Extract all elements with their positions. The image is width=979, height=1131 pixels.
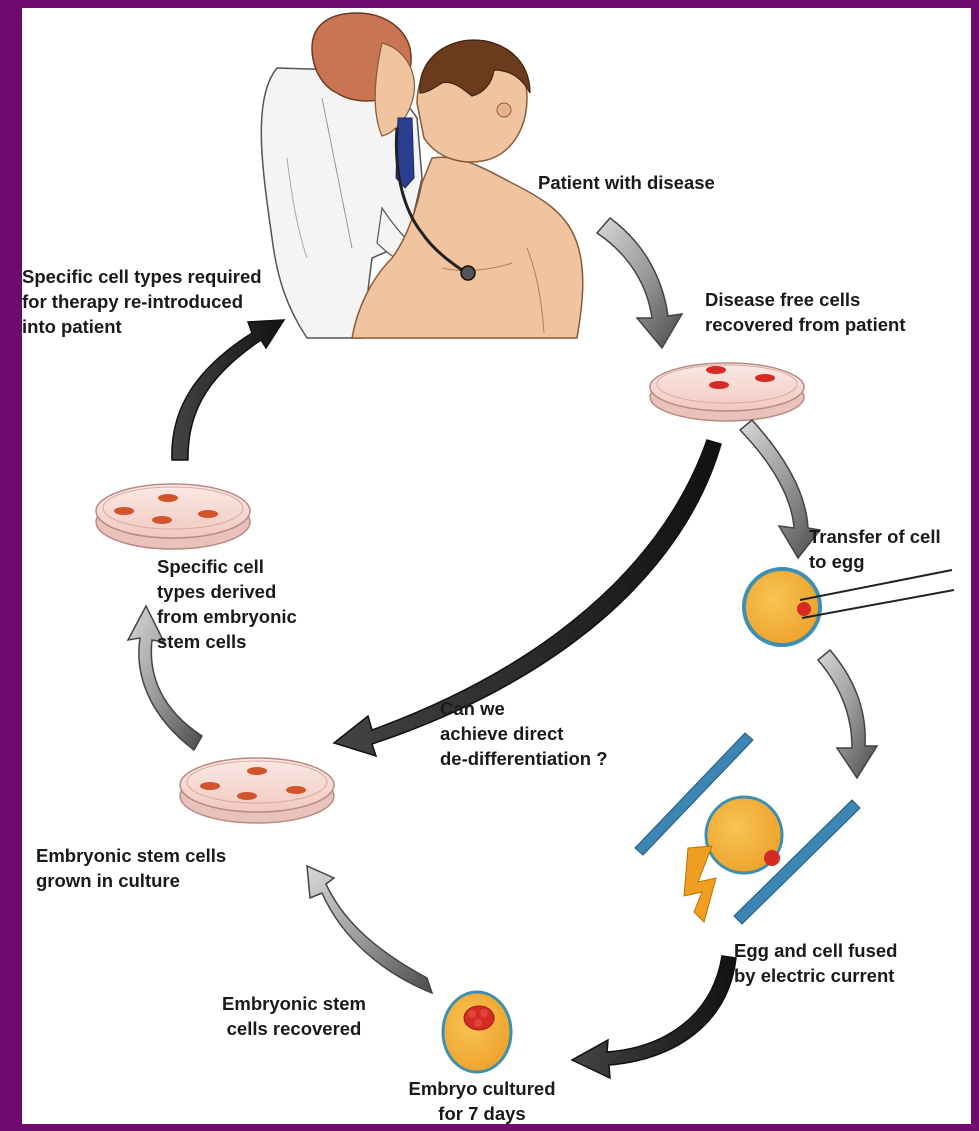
- label-es-cells-recovered: Embryonic stem cells recovered: [194, 991, 394, 1041]
- arrow-icon: [740, 420, 820, 558]
- petri-dish-icon: [180, 758, 334, 823]
- label-patient-with-disease: Patient with disease: [538, 170, 715, 195]
- label-specific-cells-derived: Specific cell types derived from embryon…: [157, 554, 297, 654]
- label-egg-and-cell-fused: Egg and cell fused by electric current: [734, 938, 897, 988]
- petri-dish-icon: [96, 484, 250, 549]
- label-disease-free-cells: Disease free cells recovered from patien…: [705, 287, 905, 337]
- label-embryo-cultured: Embryo cultured for 7 days: [382, 1076, 582, 1124]
- arrow-icon: [818, 650, 877, 778]
- egg-cell-icon: [706, 797, 782, 873]
- arrow-icon: [572, 956, 736, 1078]
- petri-dish-icon: [650, 363, 804, 421]
- embryo-icon: [443, 992, 511, 1072]
- label-direct-dedifferentiation-question: Can we achieve direct de-differentiation…: [440, 696, 608, 771]
- micropipette-icon: [800, 570, 954, 618]
- lightning-icon: [684, 846, 716, 922]
- label-transfer-of-cell: Transfer of cell to egg: [809, 524, 941, 574]
- arrow-icon: [172, 320, 284, 460]
- diagram-canvas: Patient with disease Disease free cells …: [22, 8, 971, 1124]
- label-es-cells-culture: Embryonic stem cells grown in culture: [36, 843, 226, 893]
- arrow-icon: [597, 218, 682, 348]
- egg-cell-icon: [744, 569, 820, 645]
- arrow-icon: [307, 866, 432, 993]
- label-cells-reintroduced: Specific cell types required for therapy…: [22, 264, 262, 339]
